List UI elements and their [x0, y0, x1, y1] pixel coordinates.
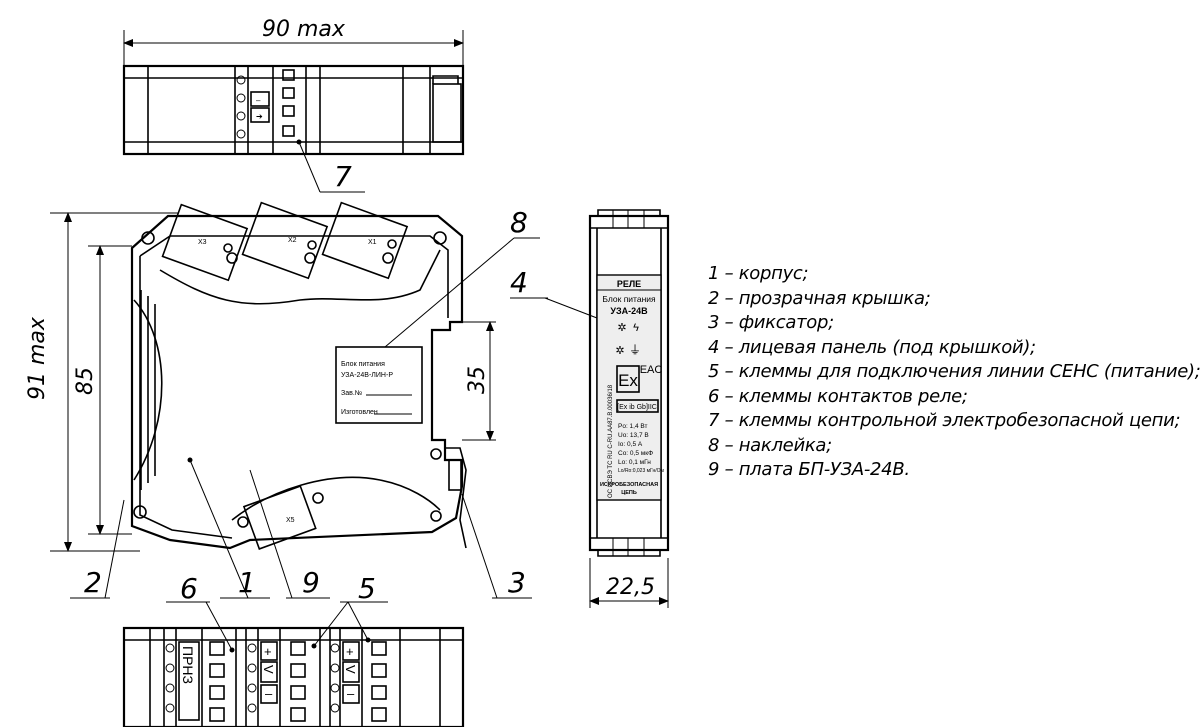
panel-header: РЕЛЕ: [617, 279, 641, 289]
terminal-square: [282, 69, 295, 81]
svg-text:X5: X5: [286, 517, 295, 524]
terminal-square: [282, 125, 295, 137]
height-label: 85: [73, 367, 98, 395]
top-minus-mark: –: [256, 96, 261, 105]
bottom-view: ПРНЗ + V – + V – 6 5: [122, 572, 465, 727]
connector-x5: [242, 485, 317, 550]
callout-6: 6: [180, 572, 198, 605]
ex-mark: Ex: [618, 371, 638, 390]
callout-5: 5: [358, 572, 376, 605]
front-view: РЕЛЕ Блок питания УЗА-24В ✲ ϟ ✲ ⏚ ОС ЦСВ…: [510, 209, 670, 608]
svg-text:+: +: [264, 644, 272, 659]
callout-1: 1: [238, 566, 256, 599]
led-icon-2: ✲: [615, 345, 624, 357]
rail-dimension-label: 35: [465, 366, 490, 394]
connector-x3: [161, 203, 249, 282]
prnz-label: ПРНЗ: [180, 646, 196, 684]
width-dimension-label: 90 max: [262, 17, 346, 42]
svg-text:X1: X1: [368, 239, 377, 246]
sticker-line2: УЗА-24В-ЛИН-Р: [341, 372, 393, 379]
callout-2: 2: [84, 566, 102, 599]
legend: 1 – корпус; 2 – прозрачная крышка; 3 – ф…: [708, 262, 1200, 483]
svg-text:Lo: 0,1 мГн: Lo: 0,1 мГн: [618, 459, 651, 466]
svg-text:–: –: [265, 686, 273, 701]
legend-item: 4 – лицевая панель (под крышкой);: [708, 336, 1036, 358]
ground-icon: ⏚: [629, 343, 641, 357]
terminal-square: [282, 105, 295, 117]
callout-3: 3: [508, 566, 526, 599]
svg-text:V: V: [343, 665, 358, 674]
legend-item: 5 – клеммы для подключения линии СЕНС (п…: [708, 361, 1200, 382]
lightning-icon: ϟ: [633, 322, 639, 334]
ex-marking: [Ex ib Gb]IIC: [617, 404, 657, 411]
front-panel: [596, 274, 662, 501]
callout-8: 8: [510, 206, 528, 239]
connector-x1: [321, 201, 409, 280]
svg-text:ИСКРОБЕЗОПАСНАЯ: ИСКРОБЕЗОПАСНАЯ: [600, 482, 658, 488]
callout-4: 4: [510, 266, 528, 299]
svg-text:X2: X2: [288, 237, 297, 244]
svg-text:X3: X3: [198, 239, 207, 246]
svg-text:V: V: [261, 665, 276, 674]
sticker-maker: Изготовлен: [341, 409, 378, 416]
svg-text:Uo: 13,7 В: Uo: 13,7 В: [618, 432, 649, 439]
svg-text:+: +: [346, 644, 354, 659]
callout-9: 9: [302, 566, 320, 599]
legend-item: 9 – плата БП-УЗА-24В.: [708, 459, 910, 480]
led-icon: ✲: [617, 322, 626, 334]
top-view: 90 max – ➔ 7: [122, 17, 465, 193]
height-max-label: 91 max: [25, 316, 50, 400]
legend-item: 1 – корпус;: [708, 263, 809, 284]
top-view-body: [122, 64, 465, 156]
callout-7: 7: [334, 160, 352, 193]
depth-dimension-label: 22,5: [606, 575, 655, 600]
sticker-line1: Блок питания: [341, 361, 385, 368]
legend-item: 8 – наклейка;: [708, 434, 832, 456]
bottom-view-body: [122, 626, 465, 727]
svg-text:Io: 0,5 А: Io: 0,5 А: [618, 441, 643, 448]
side-view: 91 max 85 X3 X2 X1 X5 Блок питания УЗА: [25, 201, 540, 599]
panel-title: Блок питания: [602, 294, 656, 304]
panel-cert: ОС ЦСВЭ ТС RU C-RU.AA87.B.00036/18: [608, 384, 614, 498]
panel-model: УЗА-24В: [610, 306, 648, 316]
housing-outline: [130, 214, 464, 550]
cover-wave: [159, 249, 441, 305]
legend-item: 7 – клеммы контрольной электробезопасной…: [708, 410, 1181, 431]
legend-item: 6 – клеммы контактов реле;: [708, 385, 968, 407]
sticker: [335, 346, 423, 424]
legend-item: 2 – прозрачная крышка;: [708, 287, 931, 309]
connector-x2: [241, 201, 329, 280]
svg-text:–: –: [347, 686, 355, 701]
svg-text:Po: 1,4 Вт: Po: 1,4 Вт: [618, 423, 648, 430]
svg-text:ЦЕПЬ: ЦЕПЬ: [621, 490, 637, 496]
sticker-serial: Зав.№: [341, 390, 362, 397]
terminal-square: [282, 87, 295, 99]
svg-text:Co: 0,5 мкФ: Co: 0,5 мкФ: [618, 450, 653, 457]
legend-item: 3 – фиксатор;: [708, 312, 834, 333]
latch: [446, 447, 467, 549]
svg-text:Lo/Ro:0,023 мГн/Ом: Lo/Ro:0,023 мГн/Ом: [618, 468, 665, 474]
front-view-body: [588, 214, 670, 552]
svg-text:➔: ➔: [256, 112, 263, 121]
eac-mark: EAC: [640, 364, 663, 376]
